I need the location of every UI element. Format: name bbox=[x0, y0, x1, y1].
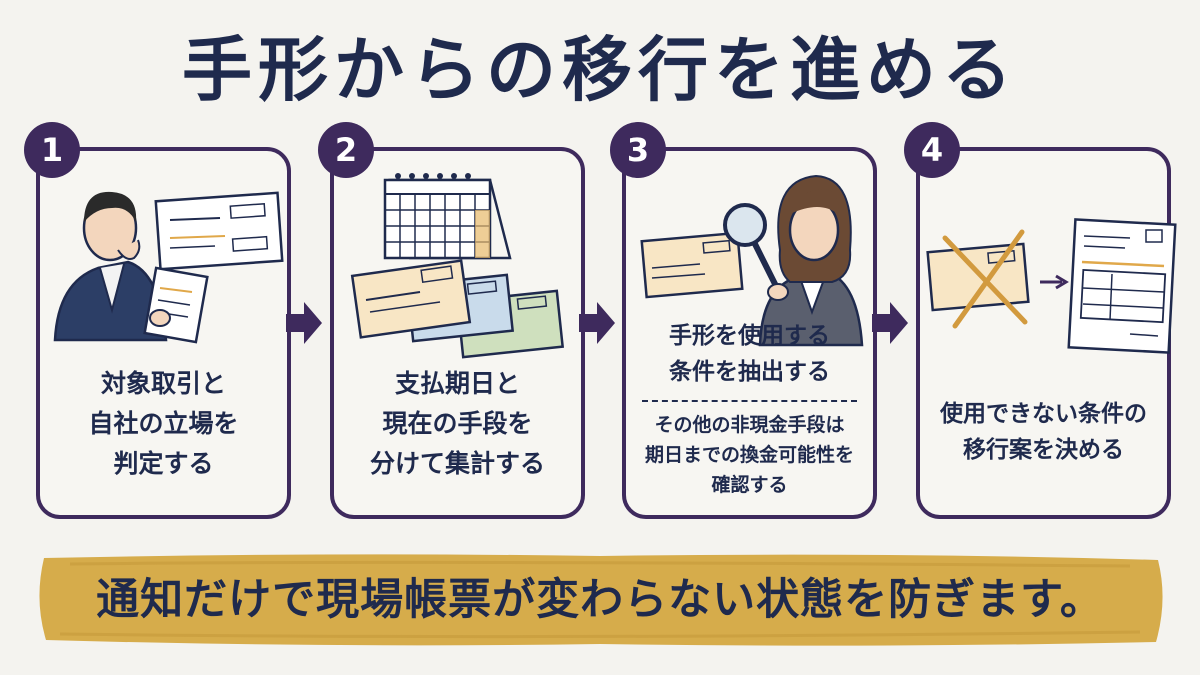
step-text-line: 現在の手段を bbox=[382, 409, 533, 438]
step-text-line: 自社の立場を bbox=[88, 409, 239, 438]
step-3-subtext: その他の非現金手段は 期日までの換金可能性を 確認する bbox=[622, 410, 877, 500]
step-subtext-line: 期日までの換金可能性を bbox=[644, 444, 854, 466]
step-number-badge-4: 4 bbox=[904, 122, 960, 178]
step-number-badge-1: 1 bbox=[24, 122, 80, 178]
step-text-line: 使用できない条件の bbox=[940, 401, 1147, 427]
step-text-line: 分けて集計する bbox=[369, 449, 545, 478]
step-3-text: 手形を使用する 条件を抽出する bbox=[622, 318, 877, 390]
step-text-line: 支払期日と bbox=[394, 369, 520, 398]
woman-with-magnifier-icon bbox=[640, 174, 864, 347]
step-3-divider bbox=[642, 400, 857, 402]
step-number-badge-3: 3 bbox=[610, 122, 666, 178]
step-text-line: 判定する bbox=[113, 449, 214, 478]
crossed-bill-to-new-form-icon bbox=[926, 218, 1177, 354]
person-reviewing-document-icon bbox=[53, 191, 284, 344]
calendar-and-bills-icon bbox=[350, 173, 565, 359]
step-subtext-line: 確認する bbox=[711, 474, 788, 496]
step-text-line: 手形を使用する bbox=[669, 323, 830, 349]
step-number-badge-2: 2 bbox=[318, 122, 374, 178]
arrow-right-icon bbox=[872, 302, 908, 344]
banner-message: 通知だけで現場帳票が変わらない状態を防ぎます。 bbox=[96, 575, 1104, 625]
step-text-line: 対象取引と bbox=[100, 369, 226, 398]
step-2-text: 支払期日と 現在の手段を 分けて集計する bbox=[330, 364, 585, 484]
step-text-line: 移行案を決める bbox=[963, 437, 1124, 463]
banner-brush-stroke bbox=[39, 554, 1163, 646]
step-subtext-line: その他の非現金手段は bbox=[654, 414, 845, 436]
step-1-text: 対象取引と 自社の立場を 判定する bbox=[36, 364, 291, 484]
step-text-line: 条件を抽出する bbox=[669, 359, 830, 385]
arrow-right-icon bbox=[579, 302, 615, 344]
step-4-text: 使用できない条件の 移行案を決める bbox=[916, 396, 1171, 468]
page-title: 手形からの移行を進める bbox=[182, 29, 1018, 111]
arrow-right-icon bbox=[286, 302, 322, 344]
